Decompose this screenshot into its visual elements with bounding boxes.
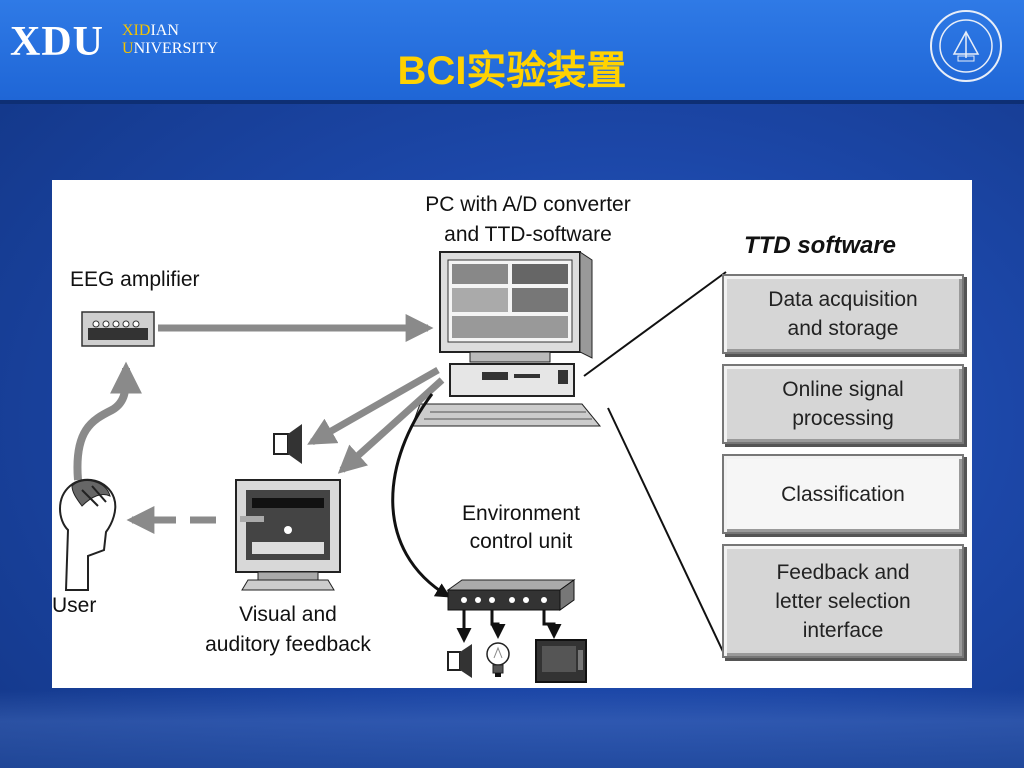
logo-line2-rest: NIVERSITY	[133, 40, 218, 57]
module-classification: Classification	[722, 454, 964, 534]
module-feedback-interface: Feedback and letter selection interface	[722, 544, 964, 658]
logo-line2-accent: U	[122, 40, 134, 57]
lamp-icon	[486, 642, 510, 677]
diagram-graphics	[59, 251, 727, 683]
feedback-monitor-icon	[235, 479, 341, 591]
arrow-user-to-eeg	[73, 361, 142, 481]
arrow-pc-to-speaker	[307, 366, 440, 446]
module-data-acquisition: Data acquisition and storage	[722, 274, 964, 354]
university-seal-icon	[930, 10, 1002, 82]
campus-background	[0, 690, 1024, 768]
environment-control-label: Environment control unit	[462, 502, 580, 553]
eeg-amplifier-label: EEG amplifier	[70, 268, 200, 291]
ttd-software-heading: TTD software	[744, 232, 897, 259]
logo-line1-accent: XID	[122, 22, 151, 39]
environment-control-unit-icon	[446, 579, 576, 611]
logo-line1-rest: IAN	[150, 22, 179, 39]
connector-top	[583, 271, 727, 377]
logo-university-name: XIDIAN UNIVERSITY	[122, 22, 218, 58]
slide-header: XDU XIDIAN UNIVERSITY BCI实验装置	[0, 0, 1024, 100]
small-speaker-icon	[447, 644, 472, 678]
television-icon	[535, 639, 587, 683]
eeg-amplifier-icon	[81, 311, 155, 347]
speaker-icon	[273, 424, 302, 464]
arrow-pc-to-monitor	[337, 377, 445, 474]
feedback-label: Visual and auditory feedback	[205, 603, 371, 656]
arrow-env-to-lamp	[490, 610, 506, 639]
arrow-env-to-tv	[542, 610, 562, 639]
pc-computer-icon	[411, 251, 602, 427]
slide-title: BCI实验装置	[397, 49, 627, 93]
user-head-icon	[59, 478, 117, 591]
pc-label: PC with A/D converter and TTD-software	[425, 193, 631, 246]
connector-bottom	[607, 407, 727, 659]
module-online-signal-processing: Online signal processing	[722, 364, 964, 444]
bci-setup-diagram: PC with A/D converter and TTD-software E…	[52, 180, 972, 688]
header-divider	[0, 100, 1024, 104]
user-label: User	[52, 594, 97, 617]
arrow-pc-to-environment	[391, 393, 451, 598]
logo-mark: XDU	[10, 19, 104, 65]
